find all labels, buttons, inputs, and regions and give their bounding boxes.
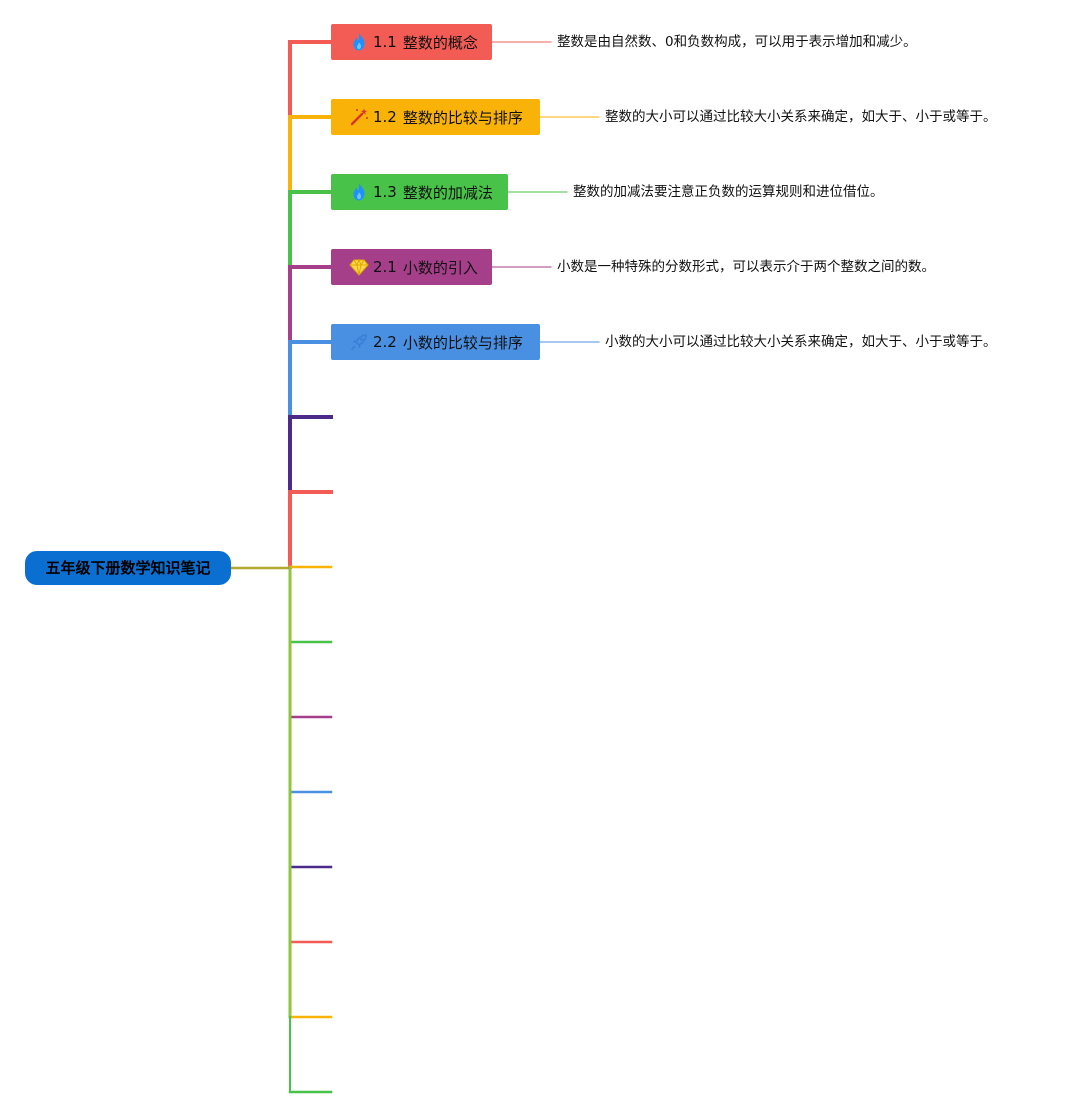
rocket-icon [349, 332, 369, 352]
topic-title: 整数的加减法 [402, 183, 493, 202]
flame-icon [349, 32, 369, 52]
topic-2-1[interactable]: 2.1 小数的引入 [331, 249, 492, 285]
topic-number: 2.2 [373, 333, 397, 351]
topic-2-2[interactable]: 2.2 小数的比较与排序 [331, 324, 540, 360]
topic-title: 整数的概念 [402, 33, 478, 52]
diamond-icon [349, 257, 369, 277]
topic-note: 小数是一种特殊的分数形式，可以表示介于两个整数之间的数。 [557, 259, 935, 275]
topic-title: 整数的比较与排序 [402, 108, 523, 127]
topic-title: 小数的引入 [402, 258, 478, 277]
topic-note: 小数的大小可以通过比较大小关系来确定，如大于、小于或等于。 [605, 334, 997, 350]
flame-icon [349, 182, 369, 202]
topic-number: 1.3 [373, 183, 397, 201]
magic-wand-icon [349, 107, 369, 127]
topic-note: 整数的大小可以通过比较大小关系来确定，如大于、小于或等于。 [605, 109, 997, 125]
topic-number: 1.2 [373, 108, 397, 126]
topic-1-2[interactable]: 1.2 整数的比较与排序 [331, 99, 540, 135]
root-topic[interactable]: 五年级下册数学知识笔记 [25, 551, 231, 585]
topic-note: 整数是由自然数、0和负数构成，可以用于表示增加和减少。 [557, 34, 917, 50]
topic-1-3[interactable]: 1.3 整数的加减法 [331, 174, 508, 210]
topic-title: 小数的比较与排序 [402, 333, 523, 352]
root-topic-label: 五年级下册数学知识笔记 [45, 559, 211, 577]
topic-note: 整数的加减法要注意正负数的运算规则和进位借位。 [573, 184, 884, 200]
topic-number: 2.1 [373, 258, 397, 276]
topic-number: 1.1 [373, 33, 397, 51]
topic-1-1[interactable]: 1.1 整数的概念 [331, 24, 492, 60]
